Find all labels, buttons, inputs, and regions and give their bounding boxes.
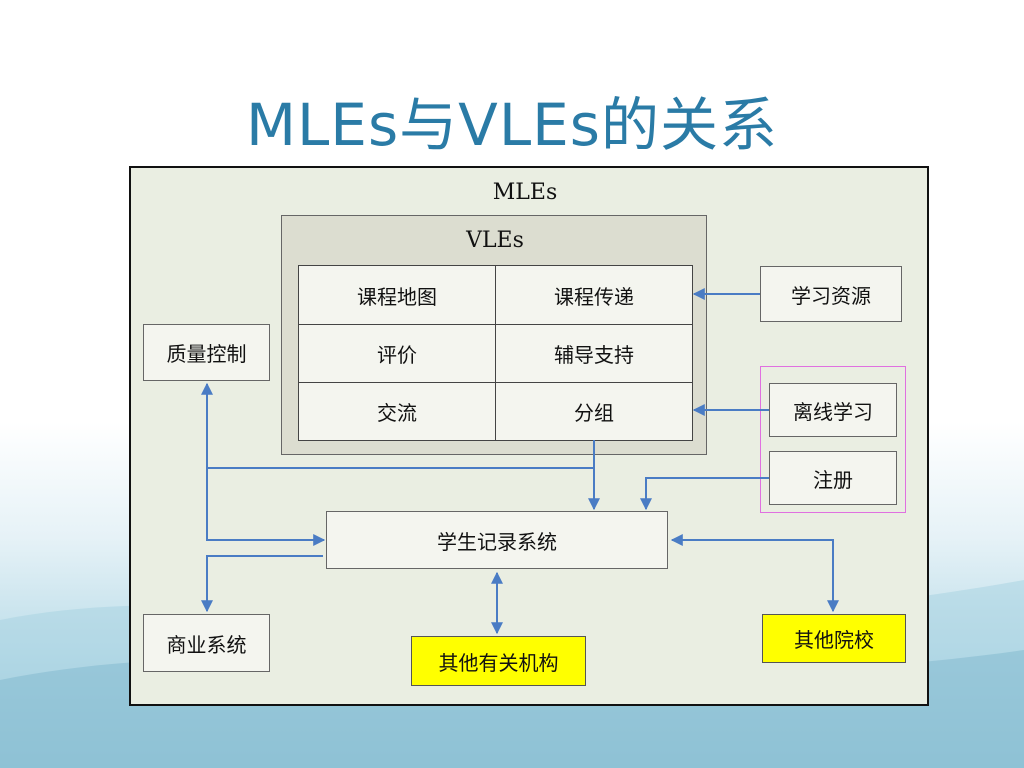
grid-divider-1 — [299, 324, 692, 325]
cell-course-map: 课程地图 — [357, 284, 437, 309]
page-title: MLEs与VLEs的关系 — [245, 91, 779, 159]
learning-resources-box: 学习资源 — [760, 266, 902, 322]
grid-divider-vertical — [495, 266, 496, 440]
business-system-box: 商业系统 — [143, 614, 270, 672]
cell-tutoring-support: 辅导支持 — [554, 342, 634, 367]
registration-box: 注册 — [769, 451, 897, 505]
offline-group-frame — [760, 366, 906, 513]
cell-course-delivery: 课程传递 — [554, 284, 634, 309]
grid-divider-2 — [299, 382, 692, 383]
vles-grid: 课程地图 课程传递 评价 辅导支持 交流 分组 — [298, 265, 693, 441]
mles-label: MLEs — [492, 180, 558, 205]
cell-assessment: 评价 — [377, 342, 417, 367]
cell-communication: 交流 — [377, 400, 417, 425]
student-records-box: 学生记录系统 — [326, 511, 668, 569]
other-institutions-box: 其他有关机构 — [411, 636, 586, 686]
other-colleges-box: 其他院校 — [762, 614, 906, 663]
vles-label: VLEs — [466, 228, 524, 253]
offline-learning-box: 离线学习 — [769, 383, 897, 437]
quality-control-box: 质量控制 — [143, 324, 270, 381]
cell-grouping: 分组 — [574, 400, 614, 425]
